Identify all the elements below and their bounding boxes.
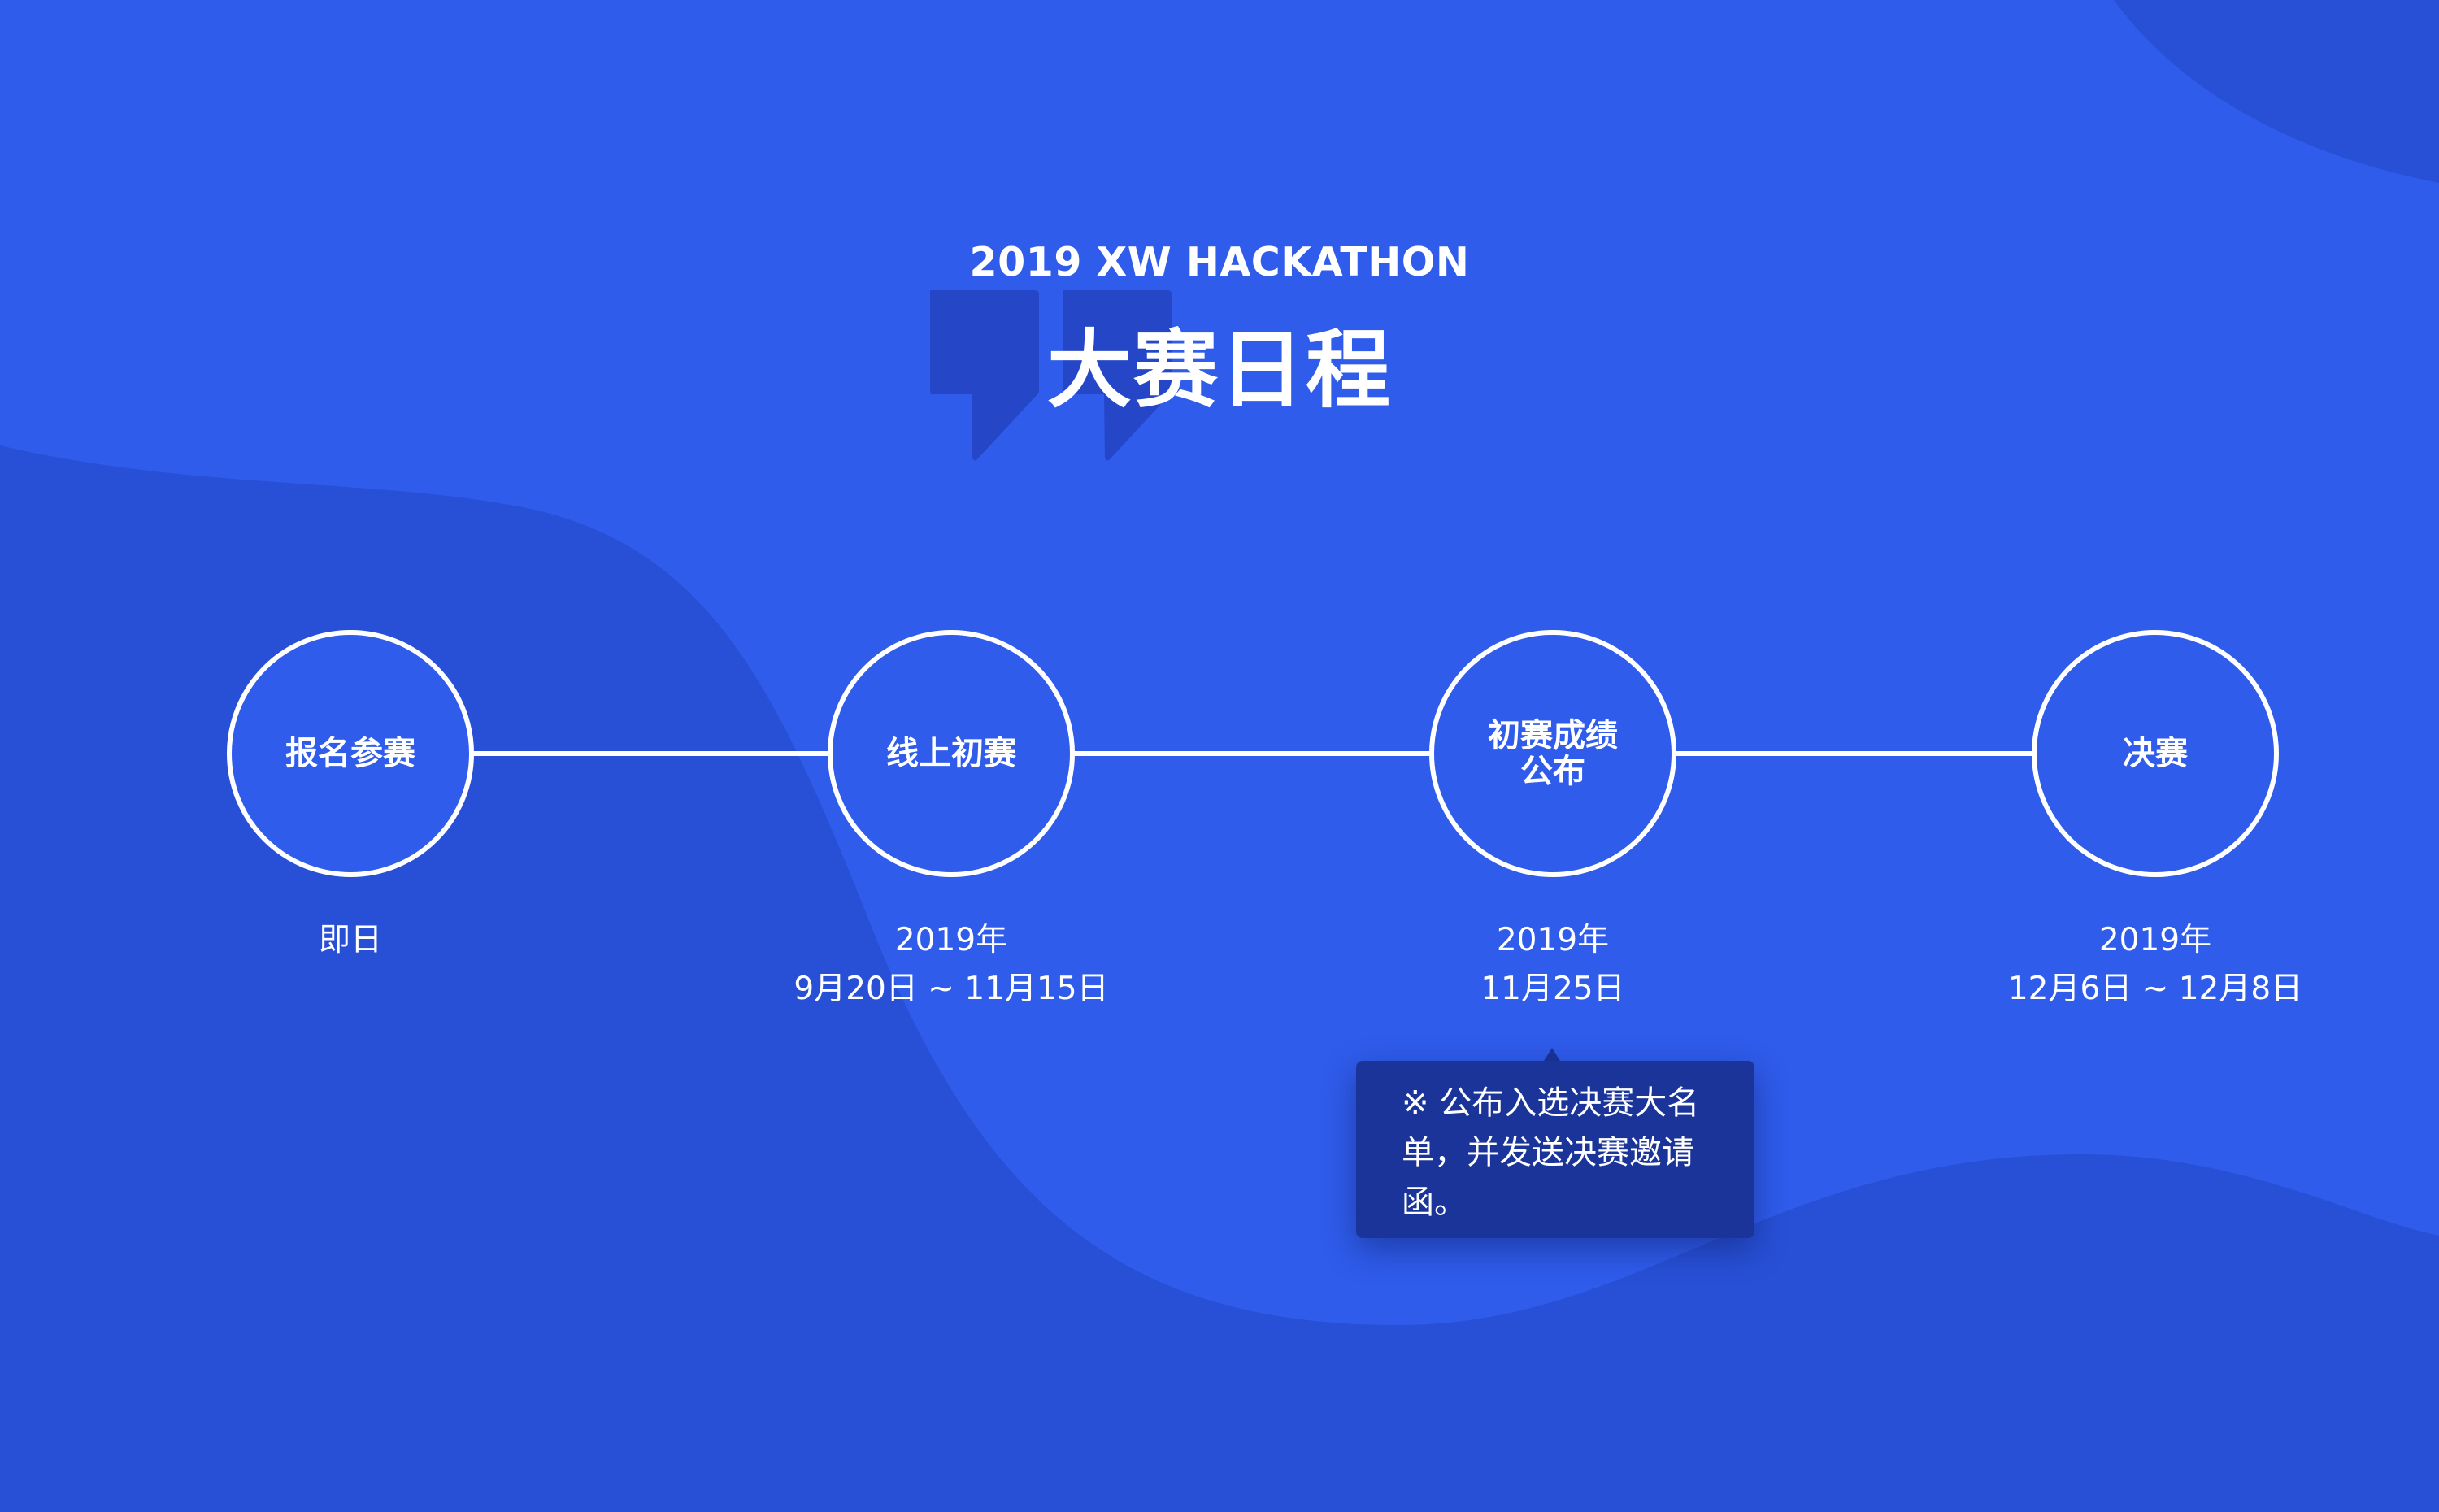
milestone-label: 初赛成绩公布 — [1488, 717, 1618, 790]
milestone-date: 2019年 9月20日 ~ 11月15日 — [707, 916, 1195, 1014]
milestone-date-line-1: 2019年 — [1496, 922, 1610, 958]
milestone-date-line-1: 2019年 — [894, 922, 1008, 958]
milestone-circle: 线上初赛 — [828, 630, 1075, 877]
timeline-line — [472, 751, 2032, 756]
note-pointer — [1544, 1048, 1560, 1061]
milestone-date: 即日 — [107, 916, 594, 965]
milestone-date-line-1: 即日 — [318, 922, 382, 958]
milestone-registration: 报名参赛 即日 — [107, 630, 594, 965]
finals-invitation-note: ※ 公布入选决赛大名单，并发送决赛邀请函。 — [1356, 1061, 1754, 1238]
milestone-results-announcement: 初赛成绩公布 2019年 11月25日 — [1309, 630, 1797, 1014]
milestone-circle: 决赛 — [2032, 630, 2279, 877]
left-wave-shape — [0, 445, 2439, 1512]
milestone-circle: 初赛成绩公布 — [1429, 630, 1676, 877]
event-subtitle: 2019 XW HACKATHON — [969, 239, 1470, 285]
milestone-date-line-2: 9月20日 ~ 11月15日 — [793, 971, 1109, 1007]
milestone-label: 报名参赛 — [285, 735, 415, 772]
milestone-circle: 报名参赛 — [227, 630, 474, 877]
milestone-date: 2019年 11月25日 — [1309, 916, 1797, 1014]
milestone-label: 决赛 — [2123, 735, 2188, 772]
milestone-finals: 决赛 2019年 12月6日 ~ 12月8日 — [1911, 630, 2399, 1014]
milestone-online-preliminary: 线上初赛 2019年 9月20日 ~ 11月15日 — [707, 630, 1195, 1014]
milestone-date-line-1: 2019年 — [2098, 922, 2212, 958]
milestone-date-line-2: 11月25日 — [1480, 971, 1625, 1007]
top-right-wave-shape — [2114, 0, 2439, 183]
milestone-date: 2019年 12月6日 ~ 12月8日 — [1911, 916, 2399, 1014]
milestone-label: 线上初赛 — [886, 735, 1016, 772]
page-title: 大赛日程 — [1046, 320, 1392, 419]
quote-icon — [930, 290, 1172, 461]
milestone-date-line-2: 12月6日 ~ 12月8日 — [2007, 971, 2303, 1007]
